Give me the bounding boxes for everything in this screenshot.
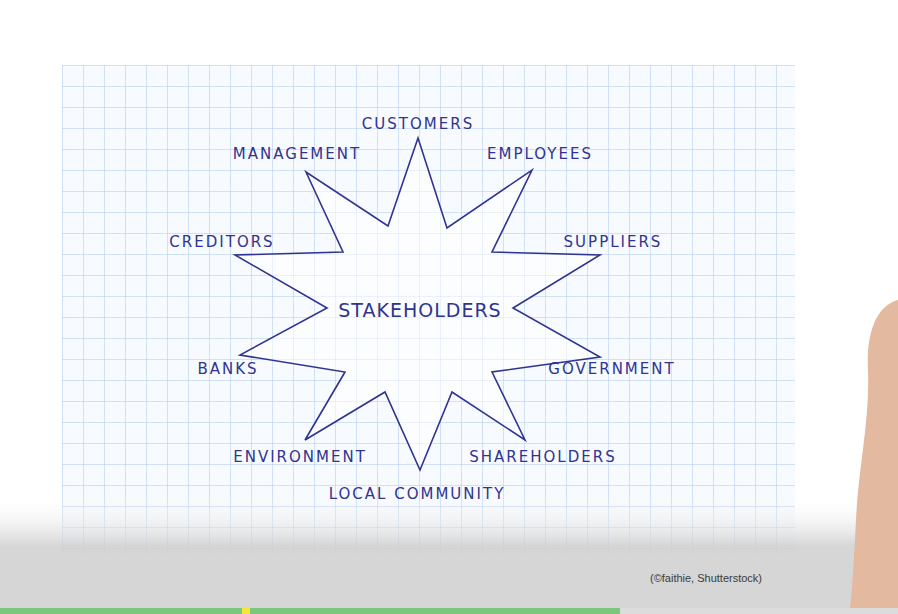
stakeholder-label: MANAGEMENT <box>233 145 361 163</box>
grid-paper <box>62 65 795 555</box>
progress-marker <box>242 607 250 614</box>
grid-lines <box>62 65 795 555</box>
stakeholder-label: CREDITORS <box>169 233 274 251</box>
presenter-arm <box>850 300 898 608</box>
stakeholder-label: GOVERNMENT <box>548 360 675 378</box>
stakeholder-label: ENVIRONMENT <box>233 448 367 466</box>
progress-bar <box>0 608 620 614</box>
stakeholder-label: SUPPLIERS <box>564 233 663 251</box>
progress-track <box>0 608 898 614</box>
stakeholder-label: LOCAL COMMUNITY <box>329 485 506 503</box>
image-credit: (©faithie, Shutterstock) <box>650 572 762 584</box>
stakeholder-label: EMPLOYEES <box>487 145 593 163</box>
stakeholder-label: BANKS <box>197 360 258 378</box>
video-fade <box>0 495 898 608</box>
star-shape: STAKEHOLDERS <box>225 130 610 480</box>
stakeholder-label: SHAREHOLDERS <box>469 448 616 466</box>
center-title: STAKEHOLDERS <box>338 299 501 321</box>
stakeholder-label: CUSTOMERS <box>362 115 474 133</box>
